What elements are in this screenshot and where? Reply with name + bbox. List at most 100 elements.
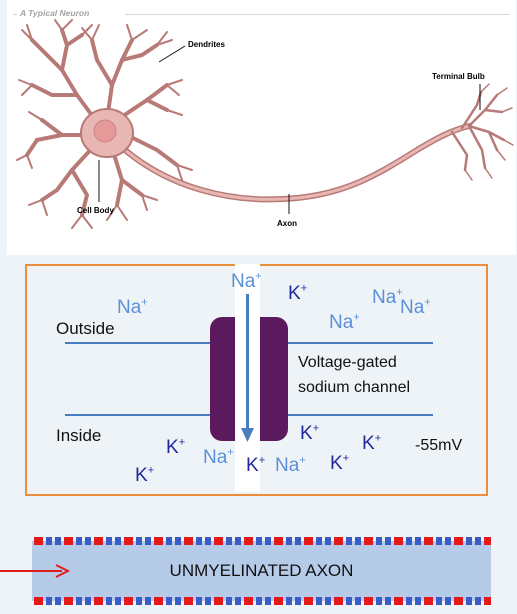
channel-dash-blue xyxy=(145,537,151,545)
inner-membrane-right xyxy=(288,414,433,416)
channel-dash-blue xyxy=(85,597,91,605)
channel-dash-red xyxy=(34,597,43,605)
channel-dash-red xyxy=(334,597,343,605)
channel-dash-red xyxy=(64,597,73,605)
channel-dash-blue xyxy=(286,537,292,545)
channel-dash-blue xyxy=(415,597,421,605)
channel-dash-red xyxy=(394,537,403,545)
channel-dash-blue xyxy=(475,537,481,545)
channel-dash-blue xyxy=(115,537,121,545)
channel-dash-red xyxy=(214,537,223,545)
outer-membrane-right xyxy=(288,342,433,344)
ion-na: Na+ xyxy=(400,296,431,318)
channel-dash-red xyxy=(484,537,491,545)
inner-membrane-left xyxy=(65,414,210,416)
channel-dash-blue xyxy=(46,537,52,545)
channel-dash-blue xyxy=(265,537,271,545)
ion-na: Na+ xyxy=(275,454,306,476)
channel-dash-red xyxy=(394,597,403,605)
channel-dash-red xyxy=(124,537,133,545)
channel-dash-red xyxy=(244,597,253,605)
channel-dash-red xyxy=(94,597,103,605)
channel-dash-blue xyxy=(205,597,211,605)
channel-dash-red xyxy=(304,597,313,605)
channel-dash-blue xyxy=(196,597,202,605)
channel-dash-red xyxy=(34,537,43,545)
channel-dash-red xyxy=(454,597,463,605)
channel-dash-blue xyxy=(415,537,421,545)
channel-dash-blue xyxy=(295,537,301,545)
channel-dash-red xyxy=(274,597,283,605)
channel-dash-blue xyxy=(136,597,142,605)
channel-dash-red xyxy=(214,597,223,605)
channel-dash-blue xyxy=(466,597,472,605)
channel-dash-blue xyxy=(265,597,271,605)
channel-dash-red xyxy=(64,537,73,545)
neuron-title: A Typical Neuron xyxy=(20,8,90,18)
channel-dash-red xyxy=(304,537,313,545)
channel-dash-blue xyxy=(406,597,412,605)
channel-dash-blue xyxy=(316,537,322,545)
channel-dash-red xyxy=(274,537,283,545)
channel-dash-blue xyxy=(466,537,472,545)
inside-label: Inside xyxy=(56,426,102,445)
channel-dash-blue xyxy=(205,537,211,545)
channel-dash-blue xyxy=(196,537,202,545)
ion-na: Na+ xyxy=(329,311,360,333)
ion-k: K+ xyxy=(135,464,155,486)
channel-dash-red xyxy=(484,597,491,605)
channel-description: Voltage-gated sodium channel xyxy=(298,350,410,400)
channel-dash-red xyxy=(184,537,193,545)
ion-k: K+ xyxy=(362,432,382,454)
sodium-channel-diagram: Outside Inside Voltage-gated sodium chan… xyxy=(25,264,488,496)
channel-dash-blue xyxy=(46,597,52,605)
channel-dash-blue xyxy=(376,537,382,545)
channel-dash-red xyxy=(364,537,373,545)
channel-dash-blue xyxy=(346,597,352,605)
channel-dash-blue xyxy=(166,597,172,605)
outside-label: Outside xyxy=(56,319,115,338)
channel-dash-blue xyxy=(436,597,442,605)
channel-dash-blue xyxy=(106,537,112,545)
channel-dash-red xyxy=(424,597,433,605)
channel-dash-blue xyxy=(376,597,382,605)
channel-dash-blue xyxy=(175,537,181,545)
channel-dash-blue xyxy=(256,597,262,605)
neuron-illustration-panel: A Typical Neuron xyxy=(7,0,516,255)
channel-dash-blue xyxy=(475,597,481,605)
signal-arrow xyxy=(0,564,71,578)
channel-dash-blue xyxy=(346,537,352,545)
label-terminal-bulb: Terminal Bulb xyxy=(432,72,485,81)
channel-dash-blue xyxy=(226,597,232,605)
channel-dash-blue xyxy=(226,537,232,545)
channel-dash-red xyxy=(154,537,163,545)
label-cell-body: Cell Body xyxy=(77,206,114,215)
channel-dash-blue xyxy=(445,537,451,545)
channel-dash-blue xyxy=(445,597,451,605)
channel-dash-blue xyxy=(166,537,172,545)
ion-k: K+ xyxy=(288,282,308,304)
channel-dash-blue xyxy=(256,537,262,545)
channel-dash-blue xyxy=(385,537,391,545)
channel-dash-red xyxy=(334,537,343,545)
channel-dash-blue xyxy=(136,537,142,545)
channel-dash-blue xyxy=(175,597,181,605)
channel-dash-red xyxy=(454,537,463,545)
ion-k: K+ xyxy=(300,422,320,444)
ion-na: Na+ xyxy=(231,270,262,292)
membrane-channels-bottom xyxy=(32,597,491,605)
label-axon: Axon xyxy=(277,219,297,228)
ion-na: Na+ xyxy=(372,286,403,308)
unmyelinated-axon-bar: UNMYELINATED AXON xyxy=(32,537,491,605)
channel-dash-red xyxy=(364,597,373,605)
channel-dash-blue xyxy=(355,537,361,545)
channel-description-line1: Voltage-gated xyxy=(298,354,397,371)
neuron-drawing xyxy=(16,19,514,229)
channel-dash-blue xyxy=(325,597,331,605)
channel-dash-blue xyxy=(76,597,82,605)
channel-dash-red xyxy=(154,597,163,605)
channel-dash-red xyxy=(124,597,133,605)
channel-dash-blue xyxy=(55,537,61,545)
ion-k: K+ xyxy=(330,452,350,474)
channel-dash-red xyxy=(424,537,433,545)
